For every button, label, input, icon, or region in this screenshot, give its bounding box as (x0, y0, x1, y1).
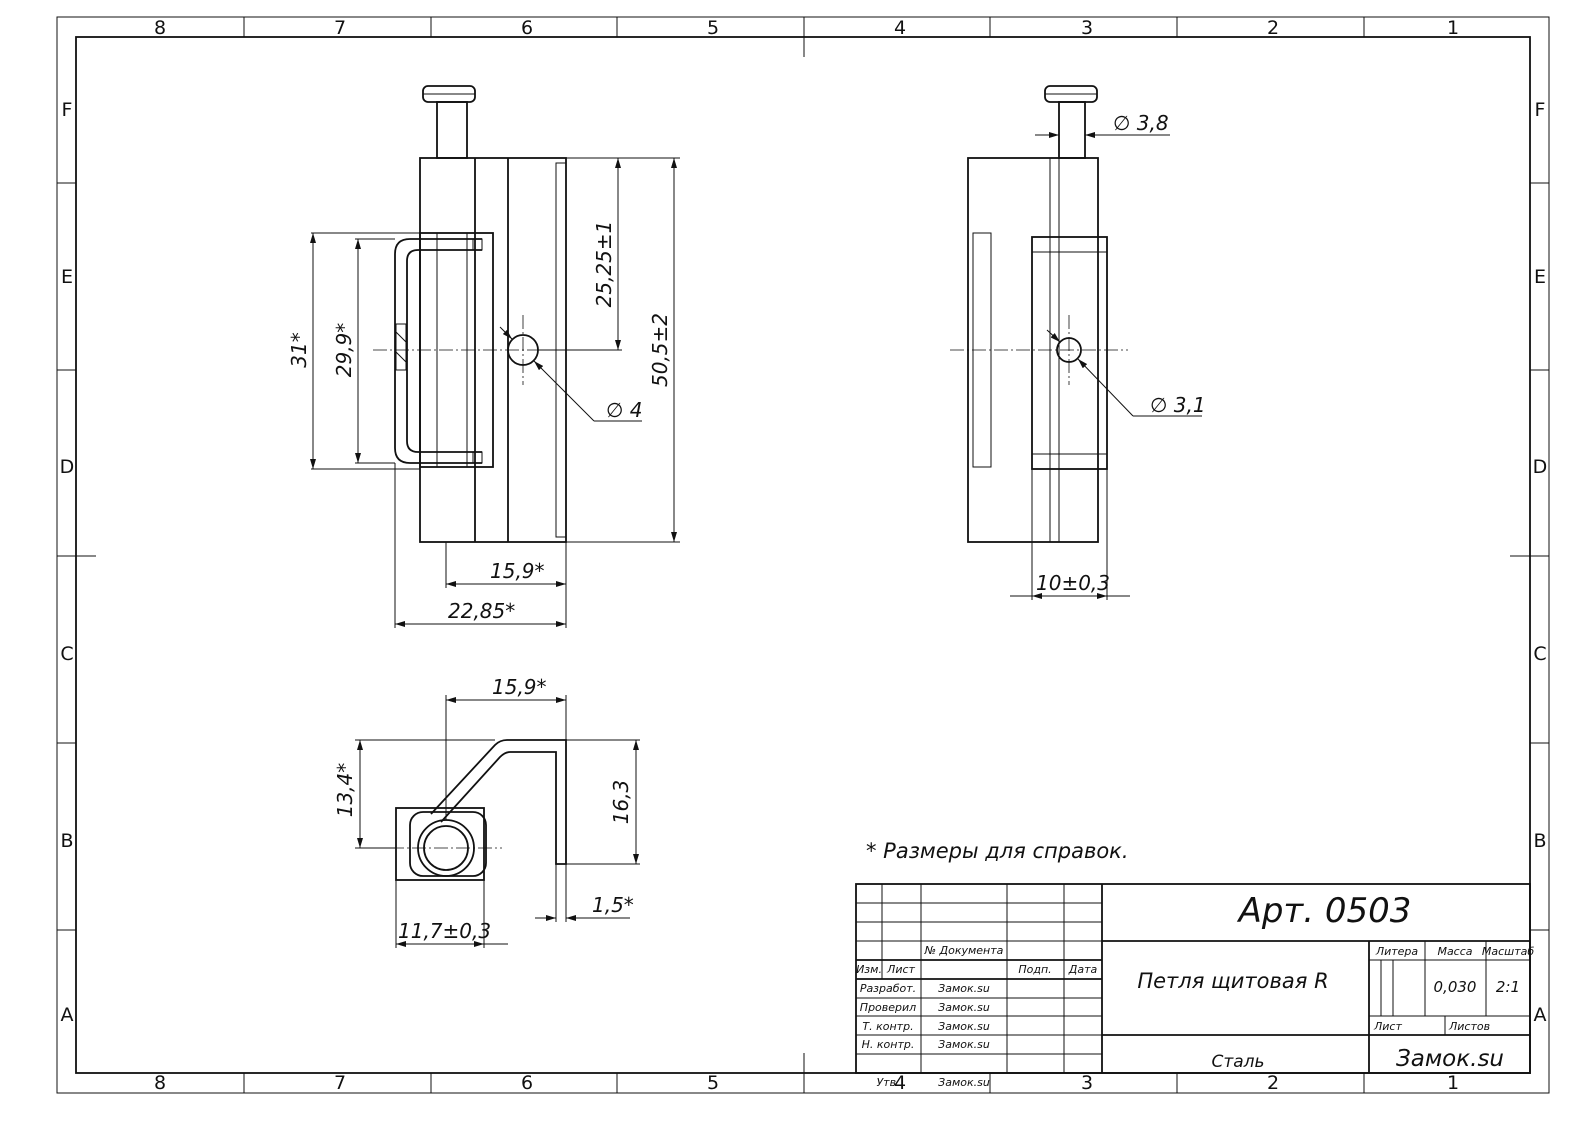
dim-side-d3-8: ∅ 3,8 (1113, 111, 1169, 135)
row-tkontr: Т. контр. (862, 1020, 913, 1033)
signer-utv: Замок.su (938, 1076, 990, 1089)
dim-front-29-9: 29,9* (332, 323, 356, 378)
dim-top-1-5: 1,5* (592, 893, 634, 917)
label-litera: Литера (1375, 945, 1419, 958)
part-name: Петля щитовая R (1137, 969, 1328, 993)
col-label-bottom-8: 8 (154, 1072, 166, 1094)
header-data: Дата (1068, 963, 1098, 976)
col-label-top-2: 2 (1267, 17, 1279, 39)
dim-top-16-3: 16,3 (609, 780, 633, 825)
dim-top-15-9: 15,9* (492, 675, 547, 699)
row-label-right-E: E (1534, 266, 1546, 288)
col-label-top-7: 7 (334, 17, 346, 39)
row-label-left-C: C (60, 643, 73, 665)
row-nkontr: Н. контр. (862, 1038, 915, 1051)
row-label-right-D: D (1533, 456, 1548, 478)
col-label-bottom-5: 5 (707, 1072, 719, 1094)
article-number: Арт. 0503 (1237, 891, 1412, 931)
material: Сталь (1211, 1052, 1264, 1072)
signer-nkontr: Замок.su (938, 1038, 990, 1051)
col-label-top-4: 4 (894, 17, 906, 39)
sheet-frame: 8 7 6 5 4 3 2 1 8 7 6 5 4 3 2 1 F E D C … (56, 16, 1550, 1094)
col-label-bottom-4: 4 (894, 1072, 906, 1094)
header-izm: Изм. (856, 963, 882, 976)
header-list: Лист (886, 963, 915, 976)
row-label-right-F: F (1535, 99, 1546, 121)
row-label-left-F: F (62, 99, 73, 121)
row-label-right-A: A (1534, 1004, 1547, 1026)
col-label-top-6: 6 (521, 17, 533, 39)
header-podp: Подп. (1018, 963, 1051, 976)
col-label-top-5: 5 (707, 17, 719, 39)
dim-front-22-85: 22,85* (448, 599, 515, 623)
row-label-right-C: C (1533, 643, 1546, 665)
dim-side-d3-1: ∅ 3,1 (1150, 393, 1206, 417)
label-masshtab: Масштаб (1482, 945, 1534, 958)
dim-top-13-4: 13,4* (333, 763, 357, 818)
row-label-left-B: B (60, 830, 73, 852)
col-label-top-1: 1 (1447, 17, 1459, 39)
dim-front-d4: ∅ 4 (606, 398, 643, 422)
label-sheets: Листов (1448, 1020, 1490, 1033)
col-label-bottom-1: 1 (1447, 1072, 1459, 1094)
label-massa: Масса (1437, 945, 1472, 958)
row-label-left-D: D (60, 456, 75, 478)
col-label-bottom-3: 3 (1081, 1072, 1093, 1094)
dim-side-10: 10±0,3 (1036, 571, 1110, 595)
dim-top-11-7: 11,7±0,3 (398, 919, 491, 943)
signer-proveril: Замок.su (938, 1001, 990, 1014)
col-label-top-8: 8 (154, 17, 166, 39)
dim-front-15-9: 15,9* (490, 559, 545, 583)
dim-front-50-5: 50,5±2 (648, 313, 672, 387)
col-label-bottom-6: 6 (521, 1072, 533, 1094)
col-label-bottom-2: 2 (1267, 1072, 1279, 1094)
row-label-left-E: E (61, 266, 73, 288)
company-name: Замок.su (1396, 1046, 1504, 1072)
scale-value: 2:1 (1496, 978, 1520, 996)
signer-tkontr: Замок.su (938, 1020, 990, 1033)
top-view (355, 695, 640, 948)
col-label-top-3: 3 (1081, 17, 1093, 39)
row-proveril: Проверил (860, 1001, 916, 1014)
title-block (855, 883, 1531, 1074)
row-label-right-B: B (1533, 830, 1546, 852)
row-razrab: Разработ. (860, 982, 916, 995)
header-document: № Документа (924, 944, 1004, 957)
row-utv: Утв. (876, 1076, 899, 1089)
dim-front-25-25: 25,25±1 (592, 221, 616, 308)
reference-note: * Размеры для справок. (866, 839, 1129, 863)
signer-razrab: Замок.su (938, 982, 990, 995)
dim-front-31: 31* (287, 332, 311, 367)
mass-value: 0,030 (1434, 978, 1477, 996)
row-label-left-A: A (61, 1004, 74, 1026)
label-sheet: Лист (1373, 1020, 1402, 1033)
front-view (310, 85, 680, 628)
col-label-bottom-7: 7 (334, 1072, 346, 1094)
side-view (950, 85, 1202, 600)
